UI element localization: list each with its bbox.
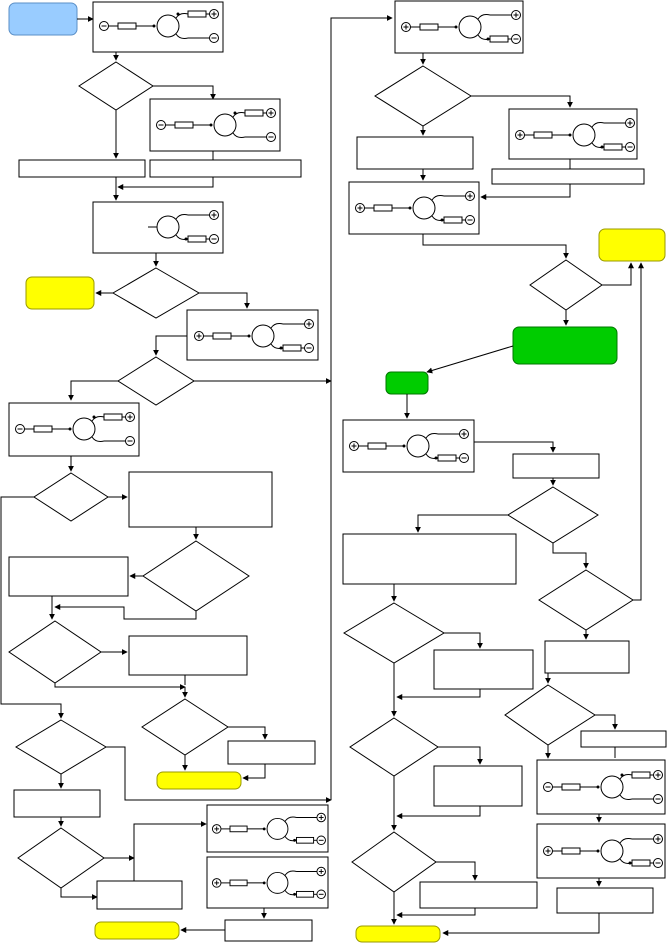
end-terminal-3 — [94, 921, 180, 940]
decision-7 — [141, 698, 229, 756]
decision-4 — [33, 472, 109, 522]
process-box-9 — [8, 556, 129, 597]
process-box-11 — [227, 740, 316, 765]
end-terminal-1 — [25, 276, 95, 310]
process-box-4 — [149, 159, 302, 178]
decision-9 — [17, 827, 105, 889]
process-box-8 — [128, 471, 273, 528]
end-terminal-5 — [355, 925, 441, 943]
process-box-32 — [556, 887, 654, 914]
decision-11 — [529, 259, 603, 311]
start-terminal — [8, 2, 78, 36]
end-terminal-4 — [598, 228, 666, 262]
process-box-13 — [96, 880, 183, 910]
process-box-20 — [491, 168, 645, 185]
process-box-25 — [544, 640, 630, 674]
decision-13 — [538, 569, 634, 631]
green-terminal-1 — [512, 326, 618, 365]
decision-1 — [78, 61, 154, 111]
process-box-10 — [128, 635, 248, 676]
green-terminal-2 — [385, 371, 429, 395]
decision-14 — [343, 602, 445, 664]
process-box-29 — [580, 730, 667, 748]
decision-2 — [112, 267, 200, 319]
process-box-23 — [512, 453, 600, 479]
decision-10 — [374, 65, 472, 127]
process-box-27 — [433, 765, 523, 807]
decision-8 — [15, 719, 107, 775]
process-box-28 — [419, 881, 538, 909]
decision-5 — [142, 540, 250, 612]
process-box-26 — [433, 649, 534, 690]
process-box-16 — [224, 919, 313, 942]
decision-3 — [117, 356, 195, 406]
end-terminal-2 — [156, 771, 242, 790]
process-box-3 — [18, 159, 146, 178]
process-box-12 — [13, 789, 101, 818]
process-box-19 — [356, 136, 474, 170]
decision-15 — [349, 717, 439, 777]
decision-6 — [8, 620, 102, 684]
process-box-24 — [342, 533, 517, 585]
decision-12 — [507, 486, 599, 544]
